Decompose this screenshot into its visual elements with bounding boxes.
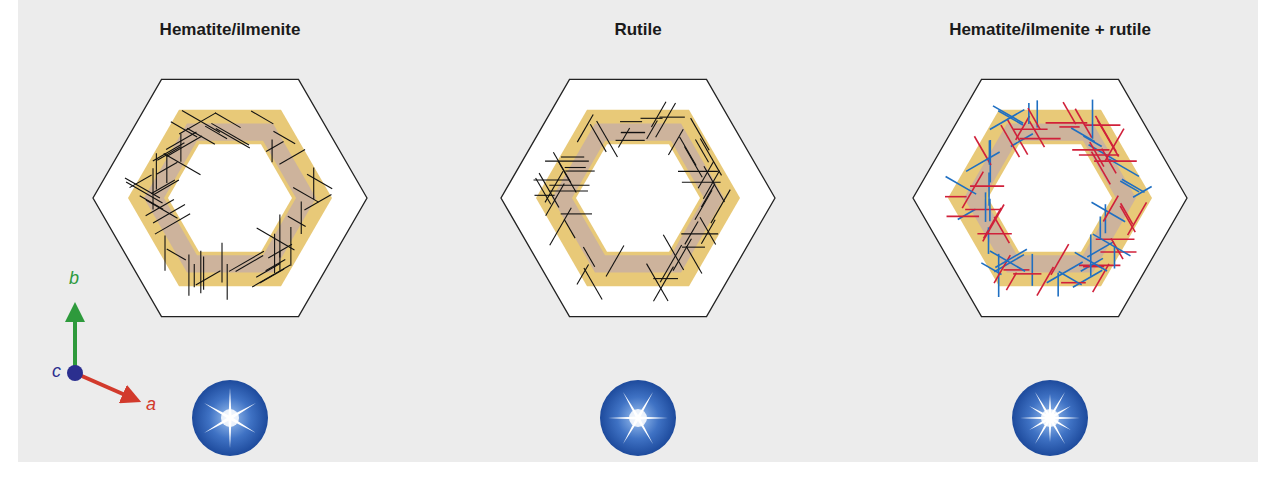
axis-label: c [52,361,61,382]
axis-label: a [146,394,156,415]
crystal-section [60,8,400,463]
panel-heading: Hematite/ilmenite + rutile [880,8,1220,40]
inclusion-panel: Rutile [468,8,808,463]
star-stone [192,380,268,456]
inclusion-panel: Hematite/ilmenite + rutile [880,8,1220,463]
crystal-section [880,8,1220,463]
crystal-section [468,8,808,463]
panel-heading: Hematite/ilmenite [60,8,400,40]
star-stone [1012,380,1088,456]
axis-symbol [67,312,132,398]
axis-label: b [69,268,79,289]
star-stone [600,380,676,456]
grey-ground [18,0,1258,462]
inclusion-panel: Hematite/ilmenite [60,8,400,463]
panel-heading: Rutile [468,8,808,40]
